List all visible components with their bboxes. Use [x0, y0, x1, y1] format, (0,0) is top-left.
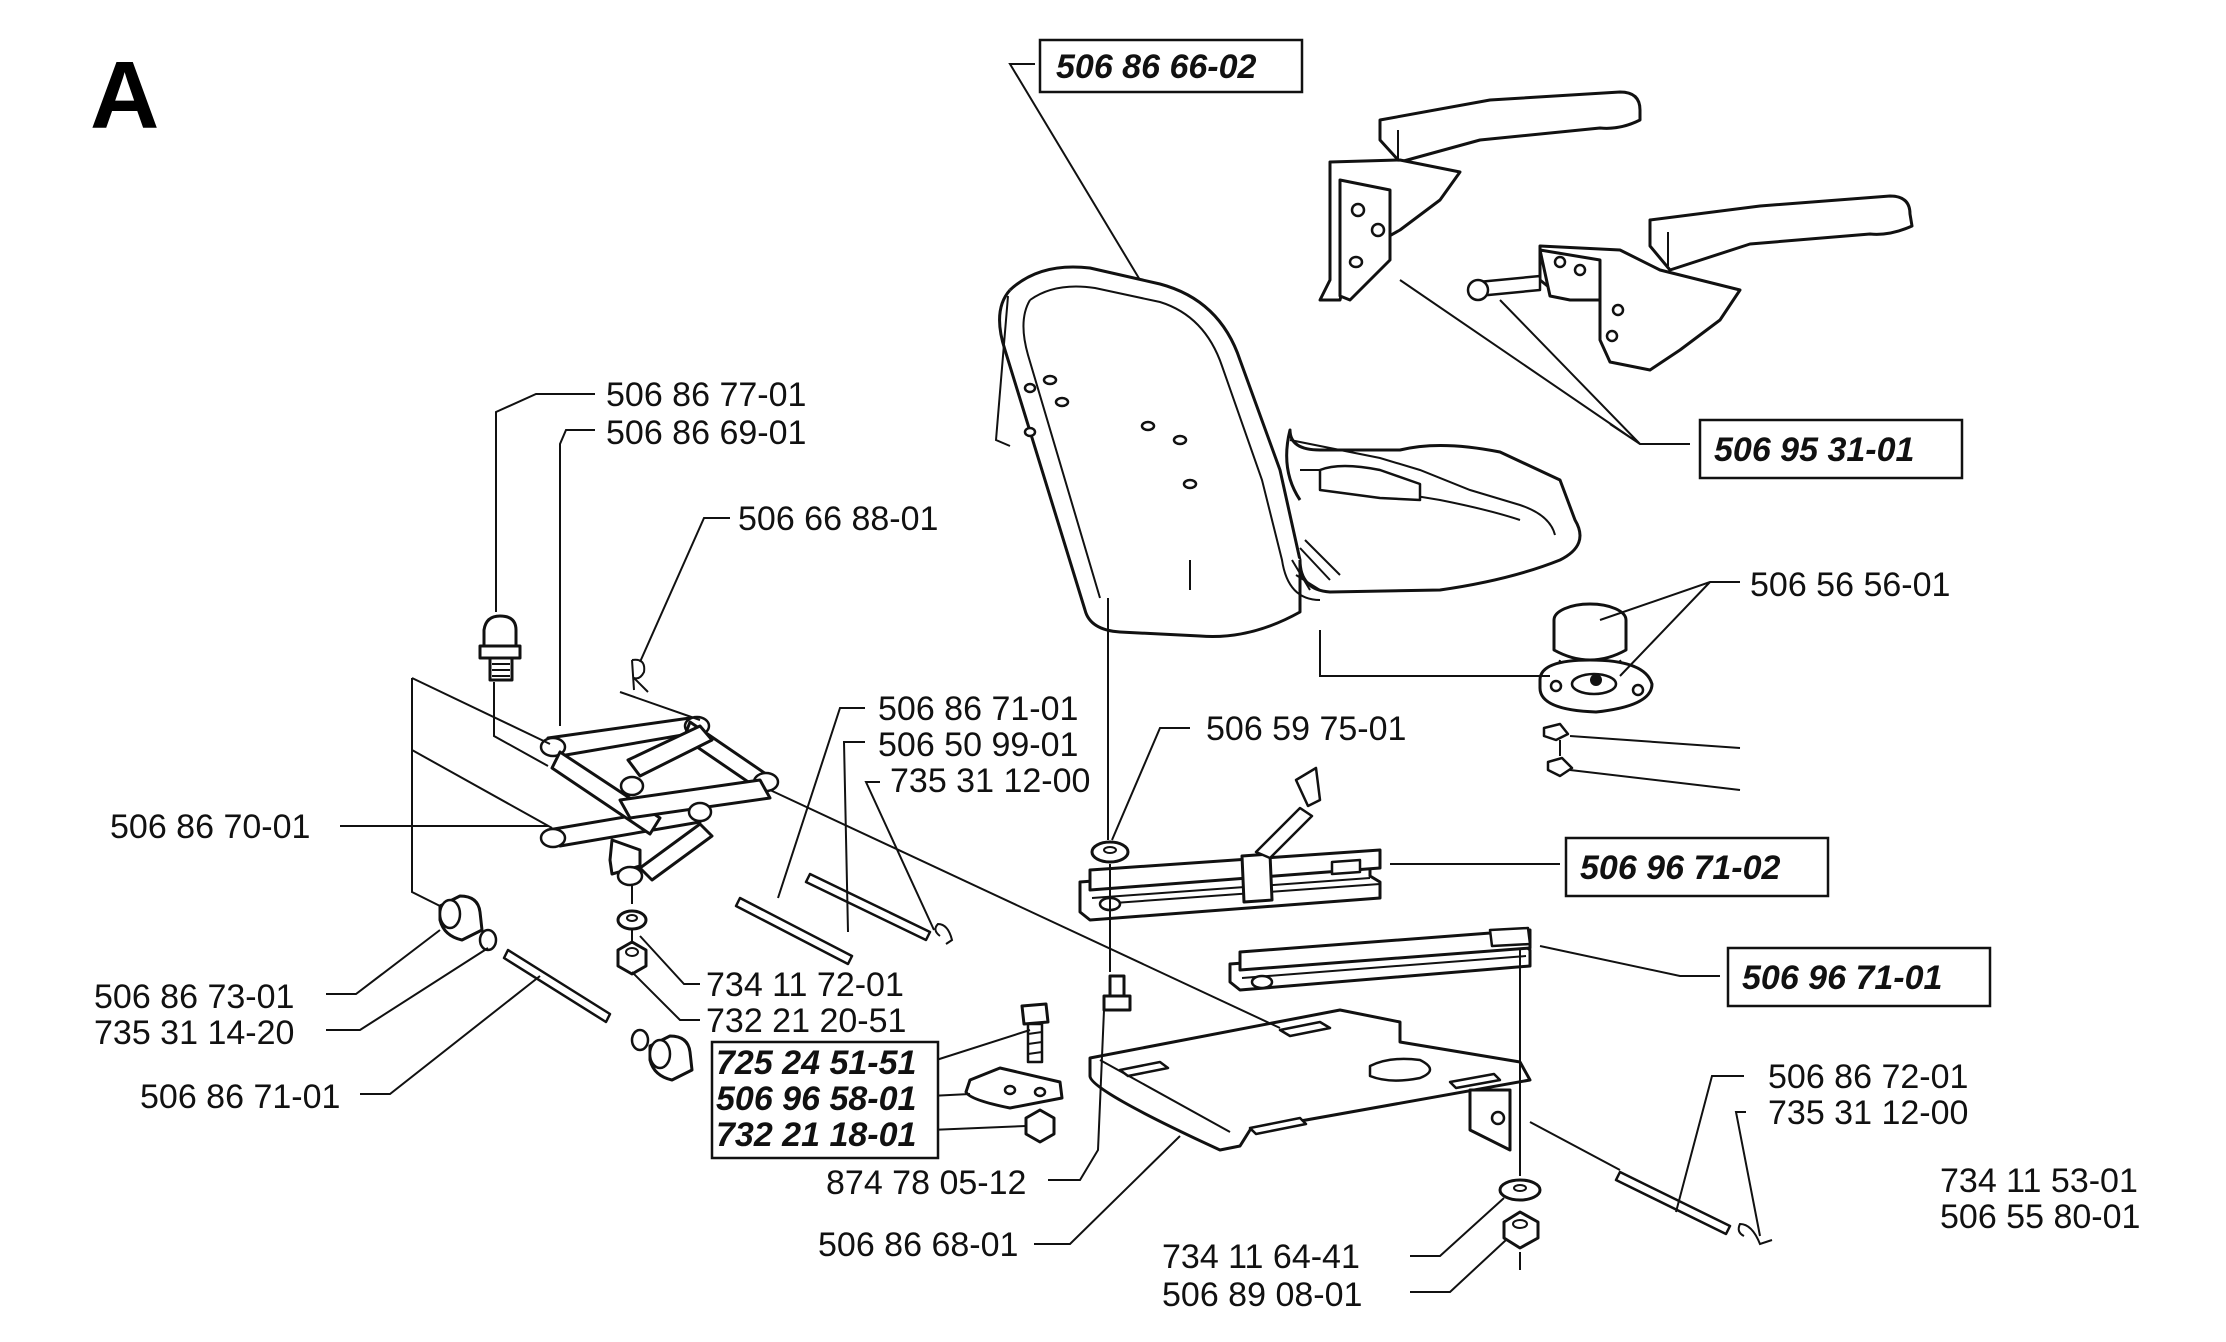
label-bolt-bottom: 874 78 05-12 — [826, 1164, 1026, 1202]
bolt-bottom — [1102, 974, 1132, 1012]
label-box-slide-upper — [1564, 836, 1830, 898]
label-spring-clip: 506 66 88-01 — [738, 500, 938, 538]
label-slide-rail-upper: 506 96 71-02 — [1580, 849, 1780, 887]
rod-lower-left — [502, 948, 612, 1024]
label-nut-mid: 732 21 20-51 — [706, 1002, 906, 1040]
label-slide-rail-lower: 506 96 71-01 — [1742, 959, 1942, 997]
label-rod-c: 506 86 71-01 — [140, 1078, 340, 1116]
washer-center — [1090, 840, 1130, 864]
nut-box-part — [1024, 1108, 1056, 1144]
pin-top — [478, 614, 522, 682]
label-washer-mid: 734 11 72-01 — [706, 966, 904, 1004]
label-link-top: 506 86 69-01 — [606, 414, 806, 452]
label-washer-small: 735 31 14-20 — [94, 1014, 294, 1052]
armrest-left — [1318, 90, 1642, 302]
washer-mid — [616, 909, 648, 931]
label-bracket-box: 506 96 58-01 — [716, 1080, 916, 1118]
bushing-left — [438, 894, 484, 942]
washer-bottom — [1498, 1178, 1542, 1202]
slide-rail-lower — [1228, 926, 1532, 992]
label-box-hardware — [710, 1040, 940, 1160]
label-extra-2: 506 55 80-01 — [1940, 1198, 2140, 1236]
rod-bottom-right — [1614, 1170, 1732, 1236]
label-rod-d: 506 86 72-01 — [1768, 1058, 1968, 1096]
label-base-plate: 506 86 68-01 — [818, 1226, 1018, 1264]
label-bolt-box: 725 24 51-51 — [716, 1044, 916, 1082]
damper-assembly — [1538, 602, 1654, 778]
clip-bottom-right — [1737, 1222, 1773, 1246]
armrest-right — [1466, 194, 1914, 372]
label-box-seat-back — [1038, 38, 1304, 94]
bushing-right — [648, 1034, 694, 1082]
slide-rail-upper — [1078, 766, 1382, 922]
label-nut-bottom: 506 89 08-01 — [1162, 1276, 1362, 1314]
washer-small — [478, 928, 498, 952]
leader-lines — [326, 63, 1761, 1293]
label-washer-bottom: 734 11 64-41 — [1162, 1238, 1360, 1276]
section-letter: A — [90, 42, 159, 149]
label-armrest: 506 95 31-01 — [1714, 431, 1914, 469]
label-frame-link: 506 86 70-01 — [110, 808, 310, 846]
label-nut-box: 732 21 18-01 — [716, 1116, 916, 1154]
label-bushing: 506 86 73-01 — [94, 978, 294, 1016]
seat-shell — [994, 265, 1582, 638]
base-plate — [1088, 1008, 1532, 1152]
part-labels: 506 86 66-02 506 95 31-01 506 96 71-02 5… — [94, 38, 2140, 1314]
label-clip-b: 735 31 12-00 — [1768, 1094, 1968, 1132]
label-rod-a: 506 86 71-01 — [878, 690, 1078, 728]
rod-center-a — [734, 896, 854, 966]
assembly-lines — [411, 598, 1741, 1270]
washer-small-2 — [630, 1028, 650, 1052]
nut-bottom — [1502, 1210, 1540, 1250]
label-damper-cap: 506 56 56-01 — [1750, 566, 1950, 604]
label-washer-center: 506 59 75-01 — [1206, 710, 1406, 748]
label-clip-a: 735 31 12-00 — [890, 762, 1090, 800]
bracket-box-part — [964, 1066, 1064, 1110]
scissor-frame — [539, 715, 780, 887]
label-box-armrest — [1698, 418, 1964, 480]
spring-clip — [631, 658, 649, 693]
label-rod-b: 506 50 99-01 — [878, 726, 1078, 764]
label-seat-back: 506 86 66-02 — [1056, 48, 1256, 86]
bolt-box-part — [1020, 1002, 1050, 1064]
label-pin-top: 506 86 77-01 — [606, 376, 806, 414]
rod-center-b — [804, 872, 932, 942]
nut-mid — [616, 940, 648, 976]
label-box-slide-lower — [1726, 946, 1992, 1008]
clip-center — [934, 922, 954, 945]
label-extra-1: 734 11 53-01 — [1940, 1162, 2138, 1200]
